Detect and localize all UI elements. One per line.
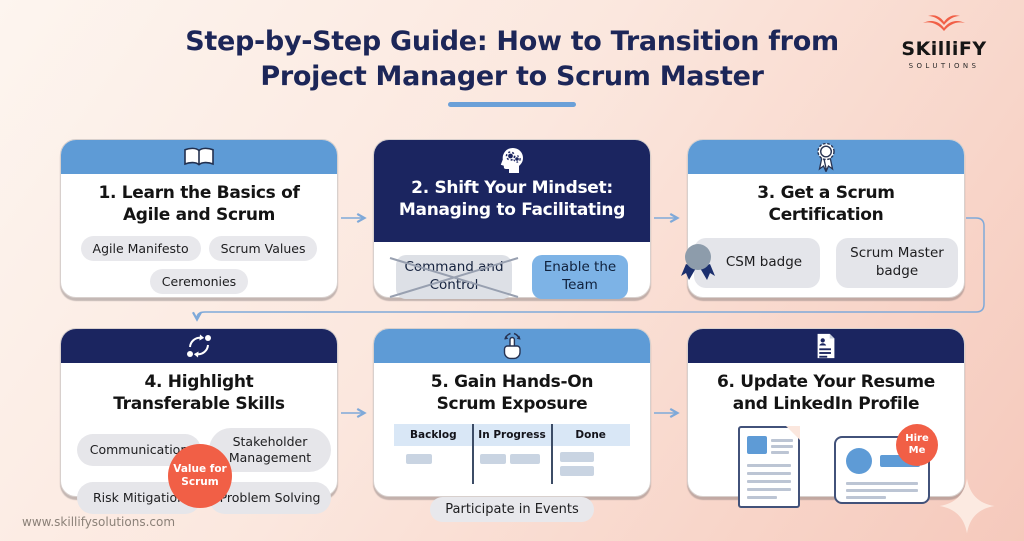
kanban-card	[510, 453, 540, 464]
csm-badge-label: CSM badge	[725, 254, 803, 271]
skillify-logo: SKilliFY SOLUTIONS	[880, 14, 1008, 70]
doc-line	[771, 444, 793, 448]
doc-line	[747, 479, 791, 483]
doc-line	[747, 463, 791, 467]
cross-out-x-icon	[389, 257, 519, 298]
card5-header	[374, 329, 650, 363]
card3-title-line1: 3. Get a Scrum	[757, 183, 895, 203]
value-for-scrum-badge: Value for Scrum	[168, 443, 232, 508]
card3-badges: CSM badge Scrum Master badge	[681, 237, 964, 288]
doc-line	[771, 438, 793, 442]
flying-book-icon	[923, 15, 965, 31]
card6-header	[688, 329, 964, 363]
page-title-line2: Project Manager to Scrum Master	[260, 61, 764, 93]
enable-team-label: Enable the Team	[543, 259, 617, 293]
resume-page-illustration	[738, 425, 800, 508]
doc-line	[846, 495, 886, 499]
doc-line	[747, 495, 777, 499]
kanban-card	[560, 451, 594, 462]
page-title-line1: Step-by-Step Guide: How to Transition fr…	[185, 26, 839, 57]
kanban-card	[560, 465, 594, 476]
card4-title-line1: 4. Highlight	[144, 372, 254, 392]
card5-title-line2: Scrum Exposure	[436, 394, 588, 415]
card2-title-line2: Managing to Facilitating	[398, 200, 626, 221]
card1-title: 1. Learn the Basics of Agile and Scrum	[61, 182, 337, 227]
profile-avatar	[846, 447, 872, 474]
tap-hand-icon	[503, 332, 521, 360]
doc-line	[846, 481, 918, 485]
kanban-card	[406, 453, 432, 464]
kanban-col-done: Done	[575, 428, 606, 441]
card1-header	[61, 140, 337, 174]
resume-icon	[817, 333, 835, 359]
doc-line	[747, 487, 791, 491]
card1-title-line2: Agile and Scrum	[122, 205, 276, 226]
head-gears-icon	[500, 147, 523, 173]
logo-brand-text: SKilliFY	[901, 38, 987, 60]
kanban-divider	[472, 423, 474, 484]
sparkle-icon	[939, 478, 995, 534]
card3-title: 3. Get a Scrum Certification	[688, 182, 964, 227]
award-ribbon-icon	[817, 142, 835, 172]
doc-line	[747, 471, 791, 475]
doc-line	[846, 488, 918, 492]
card-step3-certification: 3. Get a Scrum Certification CSM badge S…	[681, 139, 965, 298]
hire-me-badge: Hire Me	[896, 423, 938, 466]
transfer-arrows-icon	[187, 334, 211, 358]
doc-line	[771, 450, 789, 454]
card6-title: 6. Update Your Resume and LinkedIn Profi…	[688, 371, 964, 416]
scrum-master-badge-box: Scrum Master badge	[836, 237, 958, 288]
card2-header: 2. Shift Your Mindset: Managing to Facil…	[374, 140, 650, 242]
crossed-out-command-and-control: Command and Control	[389, 255, 519, 299]
card6-illustrations: Hire Me	[688, 423, 964, 516]
logo-subtitle-text: SOLUTIONS	[908, 62, 980, 70]
card4-title: 4. Highlight Transferable Skills	[61, 371, 337, 416]
card4-skills: Communication Stakeholder Management Ris…	[61, 420, 337, 532]
card4-header	[61, 329, 337, 363]
card2-title: 2. Shift Your Mindset: Managing to Facil…	[399, 177, 625, 222]
card2-title-line1: 2. Shift Your Mindset:	[411, 178, 613, 198]
participate-in-events-pill: Participate in Events	[430, 496, 594, 522]
kanban-card	[480, 453, 506, 464]
kanban-col-backlog: Backlog	[410, 428, 457, 441]
website-url: www.skillifysolutions.com	[22, 515, 176, 529]
card3-title-line2: Certification	[768, 205, 884, 226]
tag-scrum-values: Scrum Values	[208, 235, 318, 261]
connector-step3-to-step4	[191, 217, 985, 322]
card-step5-hands-on: 5. Gain Hands-On Scrum Exposure Backlog …	[373, 328, 651, 522]
card4-title-line2: Transferable Skills	[113, 394, 285, 415]
title-underline	[448, 102, 576, 107]
page-title: Step-by-Step Guide: How to Transition fr…	[0, 24, 1024, 94]
card-step1-learn-basics: 1. Learn the Basics of Agile and Scrum A…	[60, 139, 338, 298]
resume-photo-block	[747, 435, 767, 454]
tag-agile-manifesto: Agile Manifesto	[80, 235, 201, 261]
card5-title: 5. Gain Hands-On Scrum Exposure	[374, 371, 650, 416]
card-step4-transferable-skills: 4. Highlight Transferable Skills Communi…	[60, 328, 338, 514]
card2-options: Command and Control Enable the Team	[374, 255, 650, 299]
kanban-board: Backlog In Progress Done	[394, 423, 630, 486]
page-fold-corner	[786, 425, 800, 440]
kanban-header-row: Backlog In Progress Done	[394, 423, 630, 446]
card1-title-line1: 1. Learn the Basics of	[98, 183, 300, 203]
kanban-col-in-progress: In Progress	[478, 428, 546, 441]
card-step6-resume-linkedin: 6. Update Your Resume and LinkedIn Profi…	[687, 328, 965, 508]
card5-title-line1: 5. Gain Hands-On	[430, 372, 594, 392]
card-step2-shift-mindset: 2. Shift Your Mindset: Managing to Facil…	[373, 139, 651, 299]
card1-tags: Agile Manifesto Scrum Values Ceremonies	[61, 235, 337, 294]
card3-header	[688, 140, 964, 174]
highlighted-enable-the-team: Enable the Team	[532, 255, 628, 299]
csm-badge-box: CSM badge	[681, 237, 820, 288]
kanban-divider	[551, 423, 553, 484]
tag-ceremonies: Ceremonies	[149, 268, 249, 294]
card6-title-line2: and LinkedIn Profile	[732, 394, 920, 415]
scrum-master-badge-label: Scrum Master badge	[850, 245, 944, 279]
card6-title-line1: 6. Update Your Resume	[716, 372, 935, 392]
open-book-icon	[184, 147, 214, 166]
medal-icon	[681, 243, 715, 280]
